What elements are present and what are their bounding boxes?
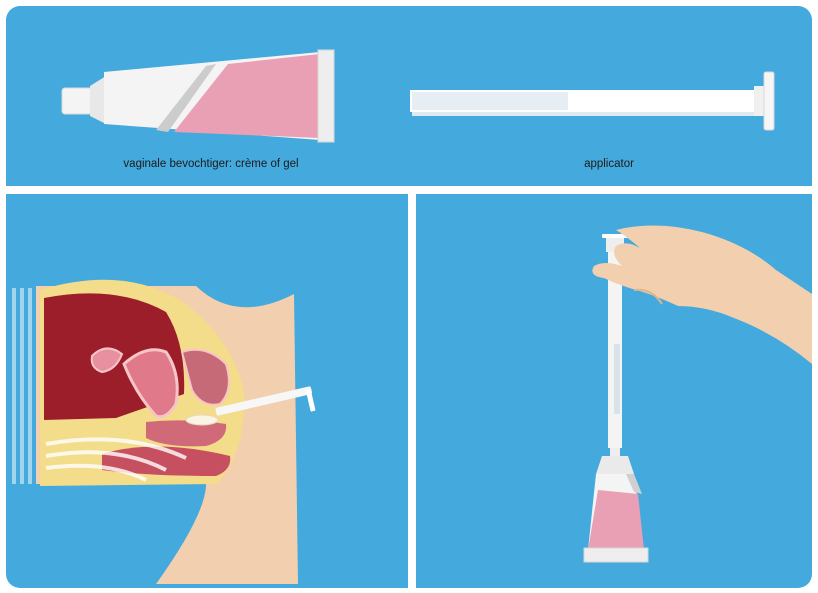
applicator-caption: applicator (459, 158, 759, 170)
bottom-right-panel (416, 194, 812, 588)
top-panel: vaginale bevochtiger: crème of gel appli… (6, 6, 812, 186)
hand-filling-applicator-icon (416, 194, 812, 588)
pelvis-cross-section-icon (6, 194, 408, 588)
bottom-left-panel (6, 194, 408, 588)
tube-caption: vaginale bevochtiger: crème of gel (61, 158, 361, 170)
